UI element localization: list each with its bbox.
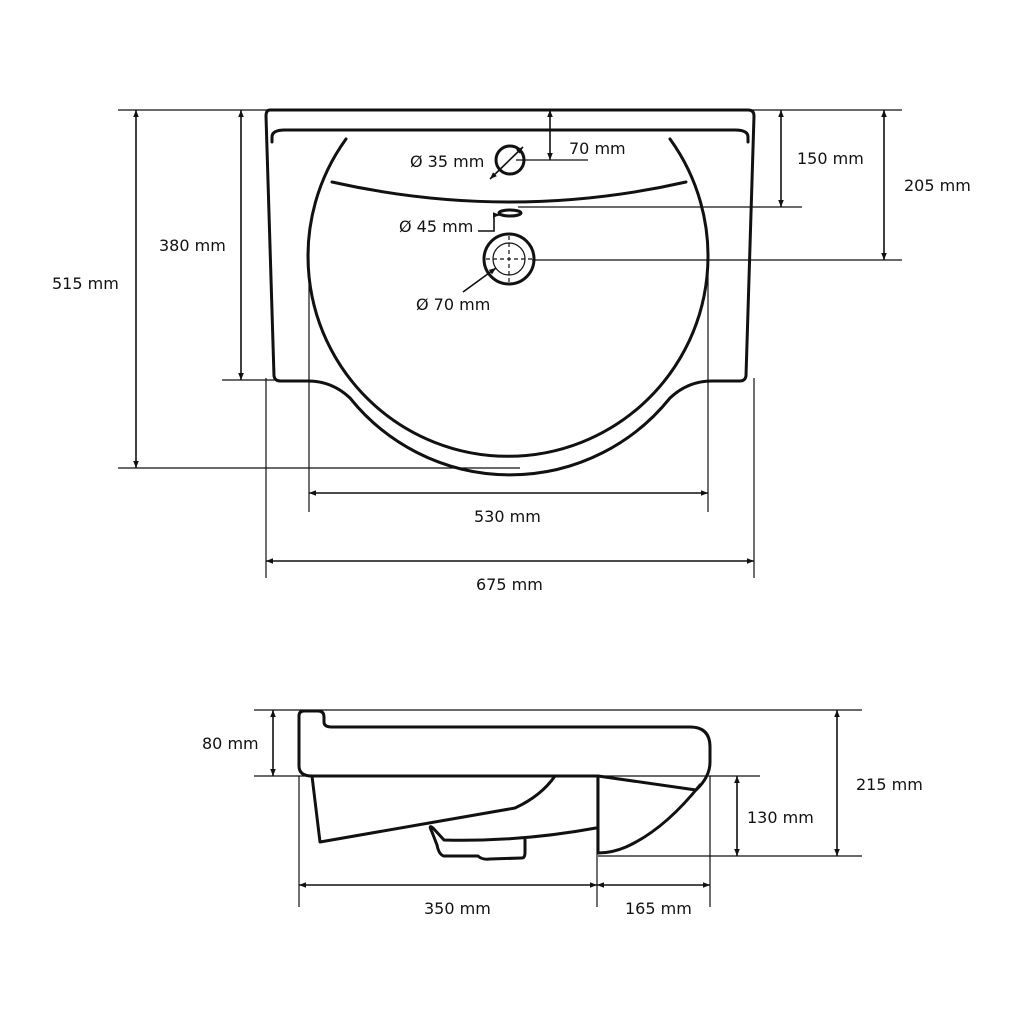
label-total-height: 215 mm (856, 775, 923, 794)
drain-outer (482, 232, 536, 286)
label-drain-hole: Ø 70 mm (416, 295, 490, 314)
deck-curve (330, 180, 688, 204)
inner-rim (270, 128, 750, 144)
label-drain-offset: 205 mm (904, 176, 971, 195)
label-overflow-hole: Ø 45 mm (399, 217, 473, 236)
label-tap-offset: 70 mm (569, 139, 626, 158)
overflow-slot (497, 208, 523, 218)
label-back-depth: 350 mm (424, 899, 491, 918)
side-view: 80 mm 215 mm 130 mm 350 mm 165 mm (202, 709, 923, 918)
label-bowl-width: 530 mm (474, 507, 541, 526)
label-total-width: 675 mm (476, 575, 543, 594)
leader-tap-hole (489, 146, 524, 180)
label-front-depth: 165 mm (625, 899, 692, 918)
label-deck-depth: 380 mm (159, 236, 226, 255)
label-overflow-offset: 150 mm (797, 149, 864, 168)
side-front-apron (596, 774, 702, 855)
label-front-height: 130 mm (747, 808, 814, 827)
bowl-contour (306, 137, 710, 458)
side-bowl (310, 774, 557, 844)
side-rim (297, 709, 712, 792)
label-tap-hole: Ø 35 mm (410, 152, 484, 171)
leader-drain (462, 267, 497, 293)
basin-outline (264, 108, 756, 477)
top-view: 515 mm 380 mm 70 mm 150 mm 205 mm Ø 35 m… (52, 108, 971, 594)
side-drain (428, 825, 598, 861)
label-total-depth: 515 mm (52, 274, 119, 293)
label-rim-height: 80 mm (202, 734, 259, 753)
leader-overflow (478, 212, 500, 232)
